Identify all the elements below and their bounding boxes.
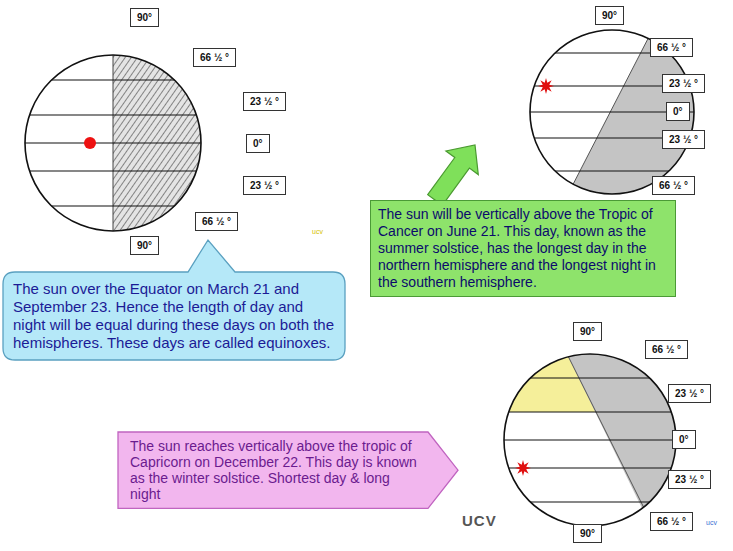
degree-text: 90° <box>137 240 152 251</box>
degree-text: 66 ½ ° <box>652 344 681 355</box>
degree-text: 90° <box>580 528 595 539</box>
latitude-label: 23 ½ ° <box>668 384 711 403</box>
latitude-label: 90° <box>595 6 624 25</box>
globe-outline <box>530 30 694 194</box>
outline-path <box>118 432 458 508</box>
degree-text: 66 ½ ° <box>202 216 231 227</box>
degree-text: 23 ½ ° <box>675 474 704 485</box>
degree-text: 23 ½ ° <box>250 180 279 191</box>
degree-text: 90° <box>137 12 152 23</box>
latitude-lines <box>25 80 201 206</box>
watermark: ucv <box>312 228 323 235</box>
outline-path <box>3 240 345 360</box>
latitude-label: 66 ½ ° <box>650 512 693 531</box>
degree-text: 0° <box>253 138 263 149</box>
degree-text: 0° <box>679 434 689 445</box>
latitude-label: 66 ½ ° <box>652 176 695 195</box>
equinox-callout: The sun over the Equator on March 21 and… <box>3 272 345 360</box>
latitude-label: 66 ½ ° <box>650 38 693 57</box>
watermark: UCV <box>462 512 497 529</box>
degree-text: 23 ½ ° <box>675 388 704 399</box>
winter-solstice-callout: The sun reaches vertically above the tro… <box>118 432 458 508</box>
latitude-label: 23 ½ ° <box>243 176 286 195</box>
summer-globe <box>530 25 700 200</box>
latitude-label: 0° <box>246 134 270 153</box>
degree-text: 66 ½ ° <box>200 52 229 63</box>
latitude-label: 90° <box>130 236 159 255</box>
latitude-label: 23 ½ ° <box>662 74 705 93</box>
latitude-label: 23 ½ ° <box>243 92 286 111</box>
globe-outline <box>25 55 201 231</box>
degree-text: 66 ½ ° <box>657 516 686 527</box>
watermark: ucv <box>706 519 717 526</box>
latitude-label: 66 ½ ° <box>195 212 238 231</box>
latitude-label: 66 ½ ° <box>645 340 688 359</box>
summer-solstice-callout: The sun will be vertically above the Tro… <box>370 200 676 297</box>
degree-text: 0° <box>673 106 683 117</box>
latitude-label: 0° <box>672 430 696 449</box>
equinox-globe <box>25 55 203 233</box>
degree-text: 23 ½ ° <box>669 78 698 89</box>
callout-text: The sun will be vertically above the Tro… <box>378 206 668 291</box>
degree-text: 23 ½ ° <box>250 96 279 107</box>
latitude-lines <box>504 378 676 502</box>
sun-star <box>538 78 554 94</box>
sun-star <box>515 460 531 476</box>
latitude-label: 0° <box>666 102 690 121</box>
degree-text: 23 ½ ° <box>669 134 698 145</box>
latitude-label: 66 ½ ° <box>193 48 236 67</box>
latitude-label: 90° <box>130 8 159 27</box>
latitude-label: 90° <box>573 322 602 341</box>
degree-text: 90° <box>580 326 595 337</box>
pointer-arrow <box>428 145 479 205</box>
latitude-label: 90° <box>573 524 602 543</box>
degree-text: 90° <box>602 10 617 21</box>
globe-outline <box>504 354 676 526</box>
latitude-lines <box>530 53 694 171</box>
winter-globe <box>490 350 700 535</box>
callout-text: The sun over the Equator on March 21 and… <box>13 280 335 352</box>
degree-text: 66 ½ ° <box>657 42 686 53</box>
degree-text: 66 ½ ° <box>659 180 688 191</box>
sun-dot <box>84 137 96 149</box>
latitude-label: 23 ½ ° <box>662 130 705 149</box>
callout-text: The sun reaches vertically above the tro… <box>130 438 418 502</box>
latitude-label: 23 ½ ° <box>668 470 711 489</box>
